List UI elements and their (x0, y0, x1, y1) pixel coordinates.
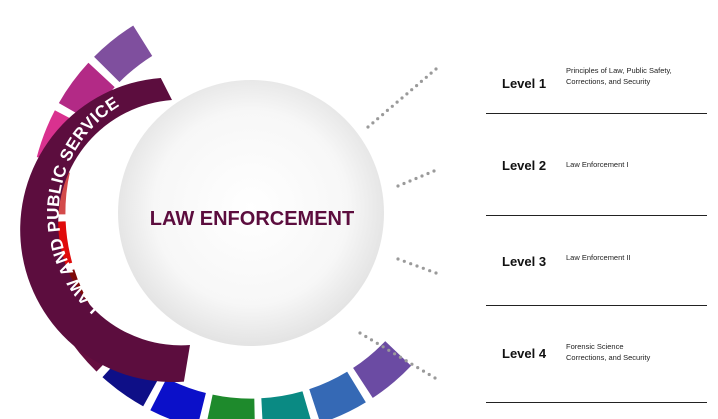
connector-dot (432, 169, 436, 173)
connector-dot (420, 174, 424, 178)
connector-dot (398, 355, 402, 359)
level-divider (486, 305, 707, 306)
connector-dot (419, 79, 423, 83)
level-course: Principles of Law, Public Safety, Correc… (566, 66, 672, 86)
connector-dot (400, 96, 404, 100)
connector-dot (381, 345, 385, 349)
level-divider (486, 113, 707, 114)
connector-dot (393, 352, 397, 356)
level-row-2: Level 2 Law Enforcement I (486, 150, 707, 218)
connector-dot (434, 67, 438, 71)
connector-dots (358, 67, 438, 380)
connector-dot (371, 121, 375, 125)
connector-dot (376, 117, 380, 121)
connector-dot (421, 369, 426, 373)
connector-dot (404, 359, 408, 363)
level-title: Level 3 (502, 254, 547, 269)
level-row-4: Level 4 Forensic Science Corrections, an… (486, 336, 707, 406)
color-segment (92, 23, 154, 84)
level-divider (486, 215, 707, 216)
connector-dot (408, 179, 412, 183)
color-segment (260, 389, 312, 419)
connector-dot (426, 171, 430, 176)
connector-dot (434, 271, 438, 275)
connector-dot (358, 331, 362, 335)
connector-dot (381, 113, 385, 117)
connector-dot (428, 269, 432, 273)
connector-dot (396, 257, 400, 261)
color-segment (307, 370, 368, 419)
level-course: Law Enforcement I (566, 160, 629, 169)
connector-dot (416, 366, 420, 370)
connector-dot (421, 266, 425, 270)
connector-dot (364, 334, 368, 339)
level-title: Level 1 (502, 76, 547, 91)
connector-dot (402, 259, 406, 263)
connector-dot (405, 92, 409, 96)
connector-dot (375, 341, 379, 345)
connector-dot (390, 104, 394, 108)
connector-dot (433, 376, 437, 380)
connector-dot (366, 125, 370, 129)
level-course: Law Enforcement II (566, 253, 631, 262)
connector-dot (369, 338, 374, 342)
level-title: Level 2 (502, 158, 547, 173)
connector-dot (402, 181, 406, 186)
level-course: Forensic Science Corrections, and Securi… (566, 342, 651, 362)
connector-dot (409, 262, 413, 266)
connector-dot (410, 362, 414, 366)
pathway-title: LAW ENFORCEMENT (150, 208, 354, 230)
connector-dot (385, 108, 389, 112)
color-segment (206, 393, 256, 419)
cluster-ring-inner (20, 78, 191, 383)
connector-dot (415, 264, 419, 268)
connector-dot (415, 84, 419, 88)
connector-dot (396, 184, 400, 188)
pathway-disc (118, 80, 384, 346)
connector-dot (414, 176, 418, 181)
connector-dot (410, 88, 414, 92)
connector-dot (387, 348, 391, 352)
level-row-1: Level 1 Principles of Law, Public Safety… (486, 62, 707, 115)
color-segment (351, 339, 413, 400)
connector-dot (424, 75, 428, 79)
color-segment (148, 376, 208, 419)
level-divider (486, 402, 707, 403)
level-row-3: Level 3 Law Enforcement II (486, 246, 707, 308)
level-title: Level 4 (502, 346, 547, 361)
connector-dot (427, 372, 431, 377)
connector-dot (429, 71, 433, 75)
connector-dot (395, 100, 399, 104)
